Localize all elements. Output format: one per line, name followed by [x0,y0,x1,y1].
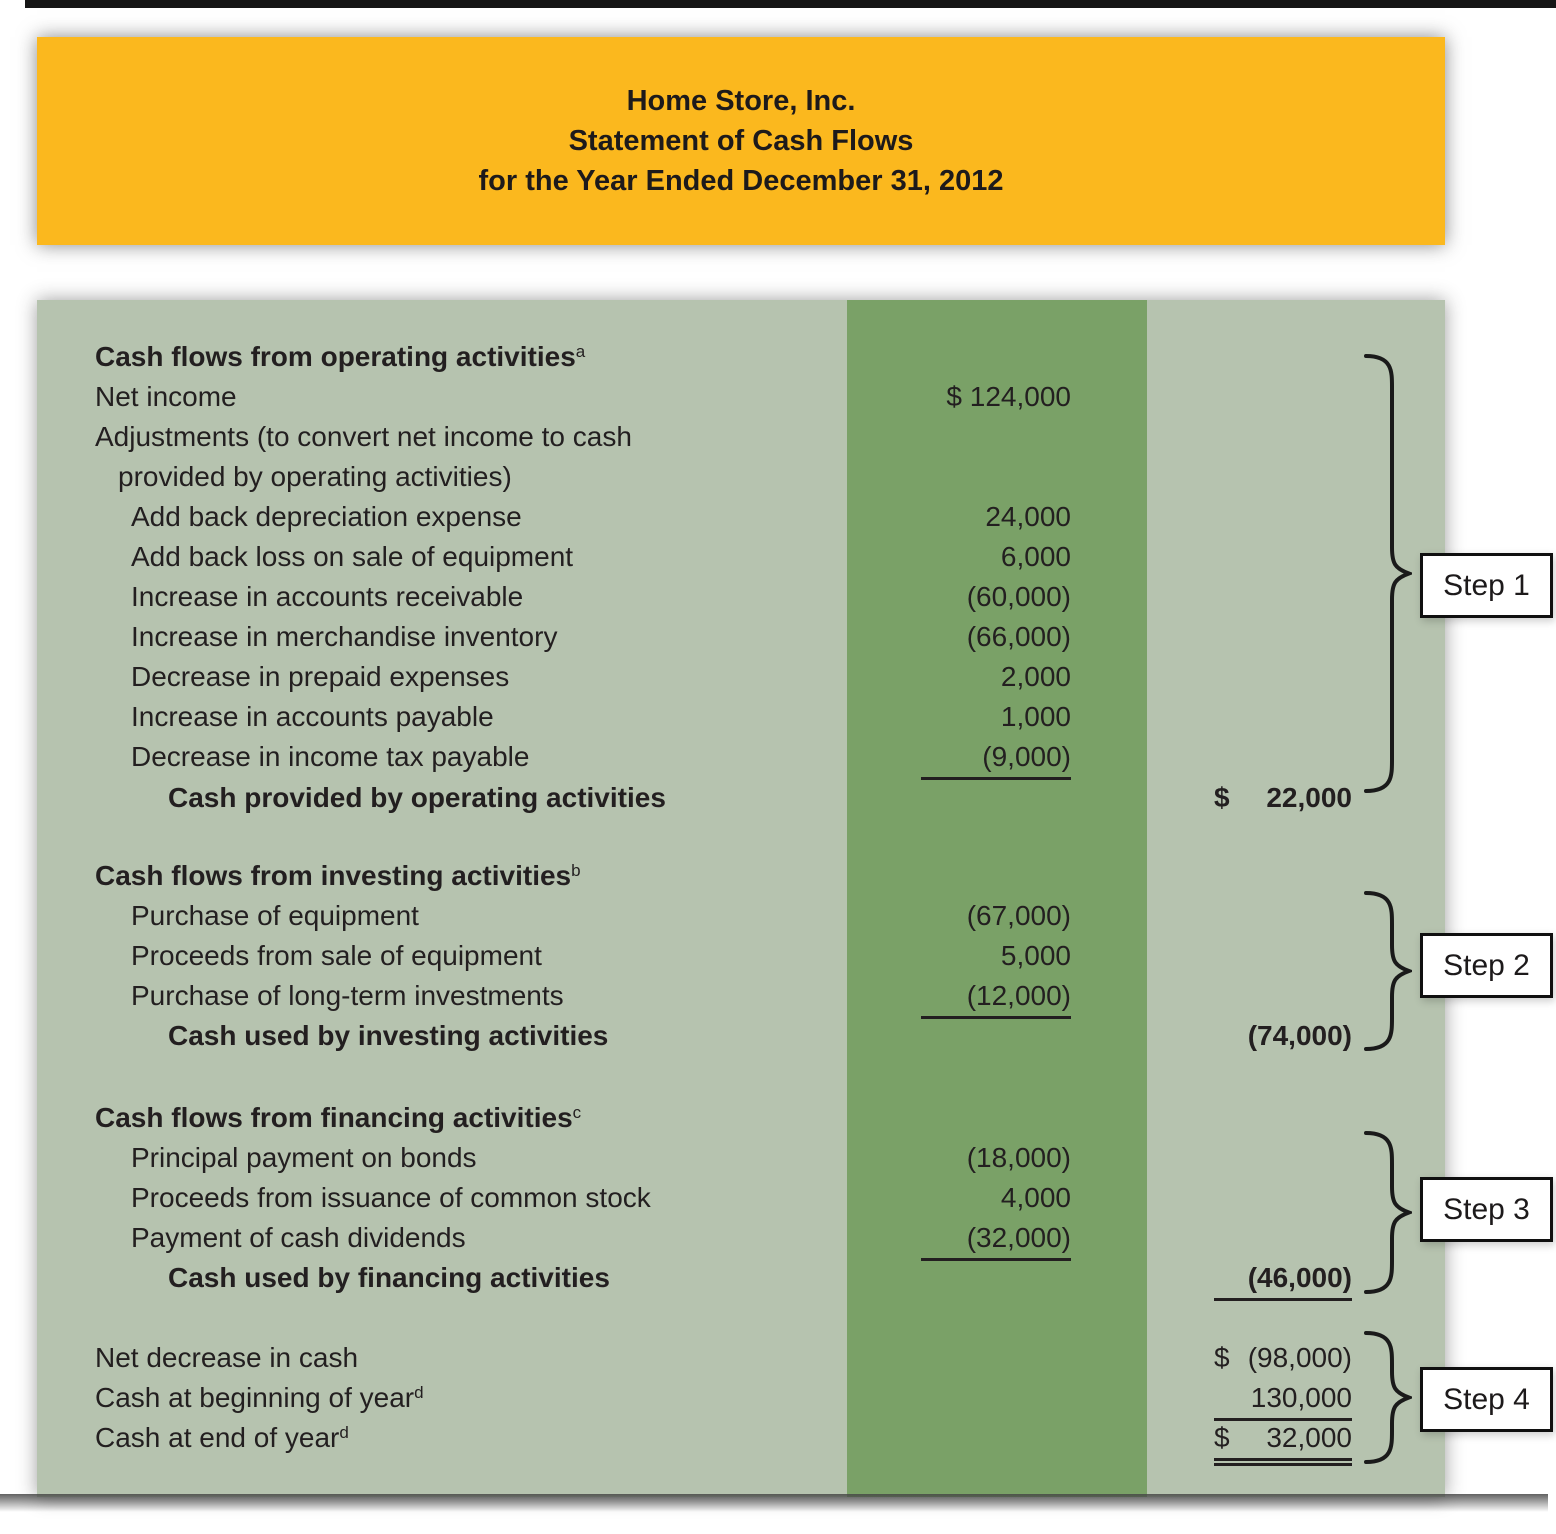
statement-row: Proceeds from issuance of common stock 4,… [37,1178,1445,1218]
row-label: Purchase of equipment [131,900,419,931]
bottom-border-rule [0,1494,1548,1512]
footnote-marker: d [414,1383,424,1402]
row-label: Proceeds from issuance of common stock [131,1182,651,1213]
amount-value: 22,000 [1266,782,1352,813]
currency-symbol: $ [1214,1342,1230,1373]
statement-row: Add back loss on sale of equipment 6,000 [37,537,1445,577]
row-label: Net income [95,381,237,412]
statement-row: Increase in merchandise inventory (66,000… [37,617,1445,657]
row-label: Decrease in income tax payable [131,741,530,772]
amount-col1: $ 124,000 [946,381,1071,412]
statement-row: Decrease in income tax payable (9,000) [37,737,1445,780]
company-name: Home Store, Inc. [626,85,856,117]
footnote-marker: a [575,342,586,361]
row-label: Payment of cash dividends [131,1222,466,1253]
row-label: Adjustments (to convert net income to ca… [95,421,632,452]
amount-col1: (12,000) [921,976,1071,1019]
amount-col1: (9,000) [921,737,1071,780]
amount-col1: 24,000 [985,501,1071,532]
row-label: Cash used by investing activities [168,1020,609,1051]
amount-col2: (74,000) [1214,1016,1352,1056]
amount-col2: $32,000 [1214,1418,1352,1466]
row-label: provided by operating activities) [118,461,512,492]
row-label: Increase in accounts payable [131,701,494,732]
row-label: Cash at end of yeard [95,1422,349,1453]
amount-col2: $22,000 [1214,778,1352,818]
statement-row: Purchase of long-term investments (12,000… [37,976,1445,1019]
currency-symbol: $ [1214,1422,1230,1453]
amount-col1: (60,000) [966,581,1071,612]
amount-col2: (46,000) [1214,1258,1352,1301]
statement-row: Payment of cash dividends (32,000) [37,1218,1445,1261]
statement-row: Decrease in prepaid expenses 2,000 [37,657,1445,697]
amount-value: 32,000 [1266,1422,1352,1453]
row-label: Cash flows from investing activitiesb [95,860,581,891]
statement-row: Cash provided by operating activities $22… [37,778,1445,818]
title-banner: Home Store, Inc. Statement of Cash Flows… [37,37,1445,245]
row-label: Decrease in prepaid expenses [131,661,510,692]
row-label: Cash provided by operating activities [168,782,666,813]
amount-col2: 130,000 [1214,1378,1352,1421]
statement-row: Cash flows from operating activitiesa [37,337,1445,377]
amount-col2: $ (98,000) [1214,1338,1352,1378]
statement-row: Adjustments (to convert net income to ca… [37,417,1445,457]
row-label: Cash at beginning of yeard [95,1382,424,1413]
row-label: Increase in merchandise inventory [131,621,558,652]
row-label: Net decrease in cash [95,1342,359,1373]
amount-value: (98,000) [1247,1342,1352,1373]
amount-col1: (32,000) [921,1218,1071,1261]
row-label: Add back loss on sale of equipment [131,541,574,572]
currency-symbol: $ [1214,782,1230,813]
top-border-rule [25,0,1556,8]
statement-row: Proceeds from sale of equipment 5,000 [37,936,1445,976]
statement-row: Cash used by financing activities (46,000… [37,1258,1445,1301]
amount-col1: 6,000 [1000,541,1071,572]
statement-row: Purchase of equipment (67,000) [37,896,1445,936]
amount-value: (46,000) [1247,1262,1352,1293]
amount-col1: 1,000 [1000,701,1071,732]
row-label: Add back depreciation expense [131,501,522,532]
row-label: Cash used by financing activities [168,1262,610,1293]
statement-row: Cash at end of yeard $32,000 [37,1418,1445,1466]
row-label: Purchase of long-term investments [131,980,564,1011]
amount-value: 130,000 [1250,1382,1352,1413]
statement-row: Net income $ 124,000 [37,377,1445,417]
amount-col1: 5,000 [1000,940,1071,971]
amount-col1: (67,000) [966,900,1071,931]
row-label: Increase in accounts receivable [131,581,524,612]
statement-row: Net decrease in cash $ (98,000) [37,1338,1445,1378]
statement-row: Add back depreciation expense 24,000 [37,497,1445,537]
statement-row: Cash at beginning of yeard 130,000 [37,1378,1445,1421]
statement-row: Principal payment on bonds (18,000) [37,1138,1445,1178]
period-line: for the Year Ended December 31, 2012 [478,165,1004,197]
amount-column-band [847,300,1147,1497]
statement-title: Statement of Cash Flows [568,125,914,157]
statement-row: provided by operating activities) [37,457,1445,497]
amount-col1: (18,000) [966,1142,1071,1173]
row-label: Proceeds from sale of equipment [131,940,542,971]
statement-row: Increase in accounts payable 1,000 [37,697,1445,737]
amount-value: (74,000) [1247,1020,1352,1051]
statement-row: Cash used by investing activities (74,000… [37,1016,1445,1056]
amount-col1: 2,000 [1000,661,1071,692]
row-label: Cash flows from financing activitiesc [95,1102,582,1133]
amount-col1: 4,000 [1000,1182,1071,1213]
statement-row: Cash flows from financing activitiesc [37,1098,1445,1138]
row-label: Cash flows from operating activitiesa [95,341,586,372]
statement-row: Increase in accounts receivable (60,000) [37,577,1445,617]
amount-col1: (66,000) [966,621,1071,652]
footnote-marker: c [572,1103,582,1122]
footnote-marker: d [339,1423,349,1442]
footnote-marker: b [571,861,581,880]
statement-row: Cash flows from investing activitiesb [37,856,1445,896]
row-label: Principal payment on bonds [131,1142,477,1173]
